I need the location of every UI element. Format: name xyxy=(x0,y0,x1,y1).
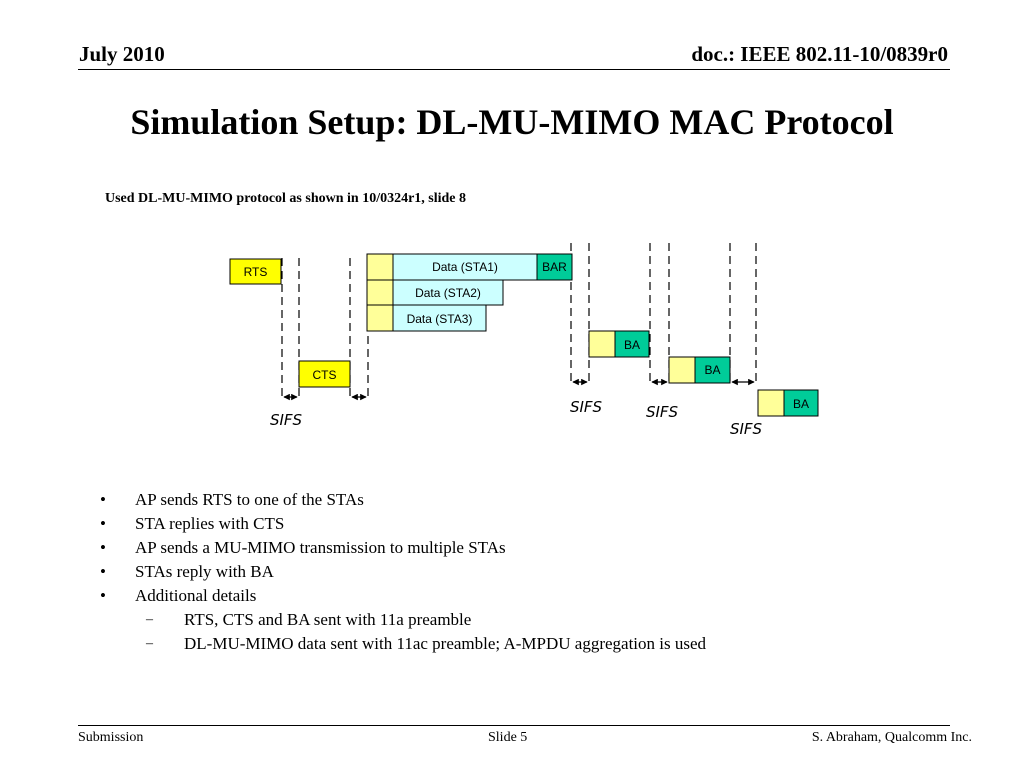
cts-label: CTS xyxy=(313,368,337,382)
preamble-sta1 xyxy=(366,253,394,281)
data-sta2-frame xyxy=(392,279,504,306)
bullet-list: AP sends RTS to one of the STAs STA repl… xyxy=(100,488,706,656)
header-date: July 2010 xyxy=(79,42,165,66)
data-sta1-label: Data (STA1) xyxy=(432,260,498,274)
cts-frame xyxy=(298,360,351,388)
sub-bullet-item: RTS, CTS and BA sent with 11a preamble xyxy=(100,608,706,632)
ba2-preamble xyxy=(668,356,696,384)
ba3-label: BA xyxy=(793,397,809,411)
preamble-sta2 xyxy=(366,279,394,306)
sifs-arrows xyxy=(283,378,755,401)
data-sta2-label: Data (STA2) xyxy=(415,286,481,300)
bar-frame xyxy=(536,253,573,281)
ba2-label: BA xyxy=(704,363,720,377)
ba1-frame xyxy=(614,330,650,358)
slide-title: Simulation Setup: DL-MU-MIMO MAC Protoco… xyxy=(130,102,894,142)
bullet-item: AP sends a MU-MIMO transmission to multi… xyxy=(100,536,706,560)
bullet-item: STA replies with CTS xyxy=(100,512,706,536)
ba3-frame xyxy=(783,389,819,417)
bar-label: BAR xyxy=(542,260,567,274)
ba1-preamble xyxy=(588,330,616,358)
data-sta3-frame xyxy=(392,304,487,332)
slide-subtitle: Used DL-MU-MIMO protocol as shown in 10/… xyxy=(105,191,467,206)
bullet-item: AP sends RTS to one of the STAs xyxy=(100,488,706,512)
ba1-label: BA xyxy=(624,338,640,352)
footer-submission: Submission xyxy=(78,730,144,745)
header-doc-id: doc.: IEEE 802.11-10/0839r0 xyxy=(691,42,948,66)
data-sta3-label: Data (STA3) xyxy=(407,312,473,326)
ba3-preamble xyxy=(757,389,785,417)
sifs-label-2: SIFS xyxy=(570,398,603,416)
sifs-label-3: SIFS xyxy=(646,403,679,421)
sifs-label-4: SIFS xyxy=(730,420,763,438)
sub-bullet-item: DL-MU-MIMO data sent with 11ac preamble;… xyxy=(100,632,706,656)
bullet-item: STAs reply with BA xyxy=(100,560,706,584)
footer-author: S. Abraham, Qualcomm Inc. xyxy=(811,730,972,745)
preamble-sta3 xyxy=(366,304,394,332)
rts-label: RTS xyxy=(244,265,268,279)
sifs-label-1: SIFS xyxy=(270,411,303,429)
header-rule xyxy=(78,69,950,70)
footer-slide-number: Slide 5 xyxy=(488,730,528,745)
rts-frame xyxy=(229,258,282,285)
ba2-frame xyxy=(694,356,731,384)
bullet-item: Additional details xyxy=(100,584,706,608)
footer-rule xyxy=(78,725,950,726)
mac-protocol-diagram: RTS CTS Data (STA1) BAR Data (STA2) Data… xyxy=(229,243,819,438)
